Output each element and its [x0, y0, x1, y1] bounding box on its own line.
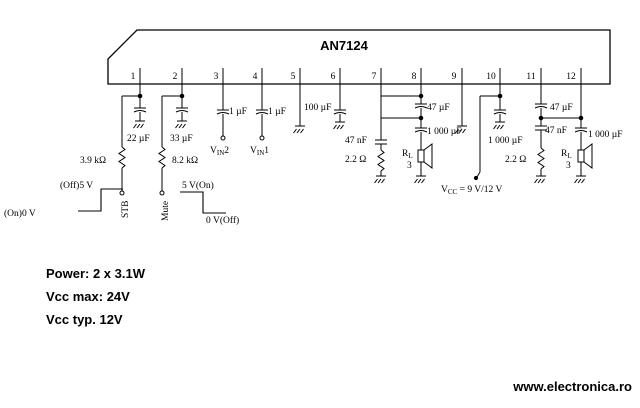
pin-number: 11: [526, 72, 535, 82]
stb-label: STB: [121, 201, 131, 218]
pin7-8-output-network: [374, 93, 433, 184]
vin1-label: VIN1: [250, 146, 269, 157]
pin10-cap-label: 1 000 µF: [488, 136, 523, 146]
mute-off-label: 0 V(Off): [206, 215, 239, 226]
pin-number: 1: [131, 72, 136, 82]
spec-vcc-typ: Vcc typ. 12V: [46, 312, 123, 327]
ic-package: [107, 29, 611, 85]
pin11-zobel-cap-label: 47 nF: [545, 126, 567, 136]
pin-number: 12: [566, 72, 576, 82]
pin7-cap-label: 47 nF: [345, 136, 367, 146]
spec-vcc-max: Vcc max: 24V: [46, 289, 130, 304]
pin1-stb-network: [118, 93, 147, 196]
pin11-cap-label: 47 µF: [550, 103, 573, 113]
pin6-cap-label: 100 µF: [304, 103, 331, 113]
mute-resistor-label: 8.2 kΩ: [172, 156, 198, 166]
speaker-right-label: RL: [561, 149, 572, 160]
mute-label: Mute: [161, 201, 171, 221]
pin-numbers: 1 2 3 4 5 6 7 8 9 10 11 12: [131, 72, 576, 82]
pin-number: 4: [253, 72, 258, 82]
spec-power: Power: 2 x 3.1W: [46, 266, 145, 281]
ic-title: AN7124: [320, 38, 368, 53]
vin1-cap-label: 1 µF: [268, 107, 286, 117]
mute-cap-label: 33 µF: [170, 134, 193, 144]
pin9-ground-icon: [455, 125, 467, 134]
mute-waveform: [180, 191, 226, 214]
pin3-input-network: [216, 109, 230, 141]
pin-number: 6: [331, 72, 336, 82]
pin7-resistor-label: 2.2 Ω: [345, 155, 366, 165]
mute-on-label: 5 V(On): [182, 180, 214, 191]
stb-off-label: (Off)5 V: [60, 180, 93, 191]
stb-resistor-label: 3.9 kΩ: [80, 156, 106, 166]
stb-cap-label: 22 µF: [127, 134, 150, 144]
pin8-cap-label: 47 µF: [427, 103, 450, 113]
pin-number: 10: [486, 72, 496, 82]
pin8-out-cap-label: 1 000 µF: [427, 127, 462, 137]
pin2-mute-network: [158, 93, 189, 196]
speaker-left-label: RL: [402, 149, 413, 160]
speaker-left-value: 3: [407, 161, 412, 171]
pin4-input-network: [255, 109, 269, 141]
pin-number: 5: [291, 72, 296, 82]
pin12-cap-label: 1 000 µF: [588, 130, 623, 140]
pin-number: 2: [173, 72, 178, 82]
pin6-cap-network: [333, 109, 347, 130]
website-url: www.electronica.ro: [513, 379, 632, 394]
vin2-cap-label: 1 µF: [229, 107, 247, 117]
stb-on-label: (On)0 V: [4, 208, 36, 219]
pin11-12-output-network: [534, 103, 593, 184]
speaker-right-value: 3: [566, 161, 571, 171]
pin-number: 3: [214, 72, 219, 82]
pin11-resistor-label: 2.2 Ω: [505, 155, 526, 165]
stb-waveform: [78, 188, 123, 212]
pin5-ground-icon: [293, 125, 305, 134]
pin-number: 9: [452, 72, 457, 82]
specs-block: Power: 2 x 3.1W Vcc max: 24V Vcc typ. 12…: [46, 262, 145, 331]
pin-number: 8: [412, 72, 417, 82]
ic-pins: [139, 68, 582, 140]
pin10-supply-network: [473, 93, 507, 181]
vcc-label: VCC = 9 V/12 V: [441, 185, 502, 196]
vin2-label: VIN2: [210, 146, 229, 157]
pin-number: 7: [372, 72, 377, 82]
